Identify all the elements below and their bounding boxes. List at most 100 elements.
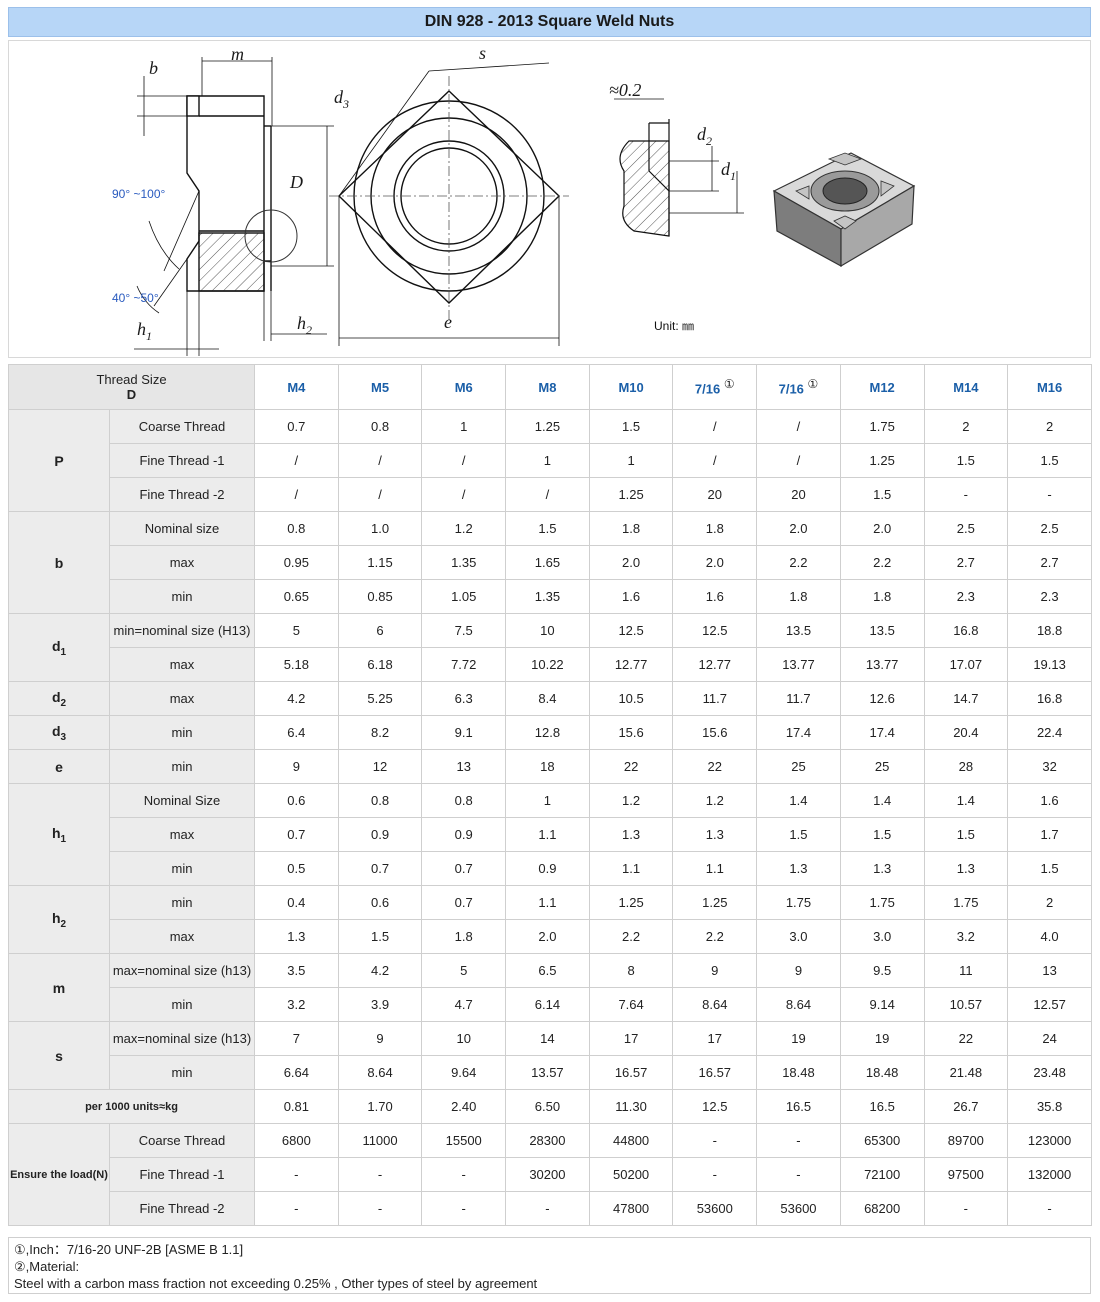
row-label: max=nominal size (h13) [109, 953, 255, 988]
value-cell: - [1007, 477, 1092, 512]
value-cell: 14.7 [923, 681, 1009, 716]
value-cell: 1.75 [839, 885, 925, 920]
group-label: h2 [8, 885, 110, 954]
value-cell: 1.25 [672, 885, 758, 920]
size-header: M5 [337, 364, 423, 410]
value-cell: - [756, 1123, 841, 1158]
value-cell: 17 [672, 1021, 758, 1056]
label-angle-lower: 40° ~50° [112, 291, 159, 305]
group-name: h [51, 824, 61, 841]
row-label: max=nominal size (h13) [109, 1021, 255, 1056]
value-cell: 1.2 [588, 783, 674, 818]
value-cell: 2 [1007, 409, 1092, 444]
value-cell: 16.5 [839, 1089, 925, 1124]
value-cell: 0.7 [254, 817, 339, 852]
value-cell: 17 [588, 1021, 674, 1056]
value-cell: - [254, 1157, 339, 1192]
value-cell: 1.4 [756, 783, 841, 818]
value-cell: 2.5 [1007, 511, 1092, 546]
value-cell: 10.5 [588, 681, 674, 716]
value-cell: 23.48 [1007, 1055, 1092, 1090]
value-cell: 20 [672, 477, 758, 512]
row-label: Coarse Thread [109, 409, 255, 444]
row-label: Fine Thread -2 [109, 477, 255, 512]
value-cell: 0.4 [254, 885, 339, 920]
value-cell: 1 [588, 443, 674, 478]
label-h2: h2 [297, 313, 312, 337]
value-cell: - [672, 1123, 758, 1158]
group-name: m [52, 979, 66, 996]
value-cell: 1.6 [1007, 783, 1092, 818]
value-cell: 8 [588, 953, 674, 988]
value-cell: 2.3 [1007, 579, 1092, 614]
label-D: D [289, 172, 303, 192]
value-cell: 8.64 [337, 1055, 423, 1090]
value-cell: 1.3 [839, 851, 925, 886]
group-label: d3 [8, 715, 110, 750]
value-cell: 25 [756, 749, 841, 784]
value-cell: 14 [505, 1021, 590, 1056]
group-name: d [51, 688, 61, 705]
group-subscript: 2 [60, 697, 67, 709]
value-cell: 5 [421, 953, 507, 988]
size-label: M4 [287, 379, 306, 395]
value-cell: 13 [1007, 953, 1092, 988]
group-name: s [55, 1047, 63, 1064]
value-cell: 1 [421, 409, 507, 444]
value-cell: 30200 [505, 1157, 590, 1192]
value-cell: 12.57 [1007, 987, 1092, 1022]
value-cell: 2.2 [839, 545, 925, 580]
value-cell: 53600 [672, 1191, 758, 1226]
value-cell: 9 [672, 953, 758, 988]
value-cell: 5.18 [254, 647, 339, 682]
footnote-material: ②,Material: [14, 1259, 80, 1274]
value-cell: 0.8 [421, 783, 507, 818]
value-cell: 4.2 [254, 681, 339, 716]
value-cell: 53600 [756, 1191, 841, 1226]
value-cell: 0.8 [337, 783, 423, 818]
value-cell: 6.50 [505, 1089, 590, 1124]
value-cell: 32 [1007, 749, 1092, 784]
size-header: M16 [1007, 364, 1092, 410]
value-cell: 4.0 [1007, 919, 1092, 954]
size-label: M10 [618, 379, 644, 395]
value-cell: 16.5 [756, 1089, 841, 1124]
value-cell: 68200 [839, 1191, 925, 1226]
value-cell: 1.3 [756, 851, 841, 886]
size-label: M14 [953, 379, 979, 395]
thread-size-label: Thread Size [96, 372, 167, 387]
value-cell: 9.5 [839, 953, 925, 988]
group-name: d [51, 722, 61, 739]
value-cell: 65300 [839, 1123, 925, 1158]
value-cell: 16.8 [1007, 681, 1092, 716]
group-subscript: 2 [60, 918, 67, 930]
value-cell: 10 [421, 1021, 507, 1056]
value-cell: 9.1 [421, 715, 507, 750]
value-cell: 1.4 [923, 783, 1009, 818]
group-subscript: 3 [60, 731, 67, 743]
value-cell: 1.0 [337, 511, 423, 546]
label-d1: d1 [721, 159, 736, 183]
size-label: M16 [1036, 379, 1063, 395]
value-cell: 2.7 [1007, 545, 1092, 580]
group-label: d2 [8, 681, 110, 716]
size-header: M4 [254, 364, 339, 410]
value-cell: 44800 [588, 1123, 674, 1158]
value-cell: 9.14 [839, 987, 925, 1022]
value-cell: 1.75 [756, 885, 841, 920]
value-cell: 19.13 [1007, 647, 1092, 682]
value-cell: 7.72 [421, 647, 507, 682]
value-cell: 35.8 [1007, 1089, 1092, 1124]
